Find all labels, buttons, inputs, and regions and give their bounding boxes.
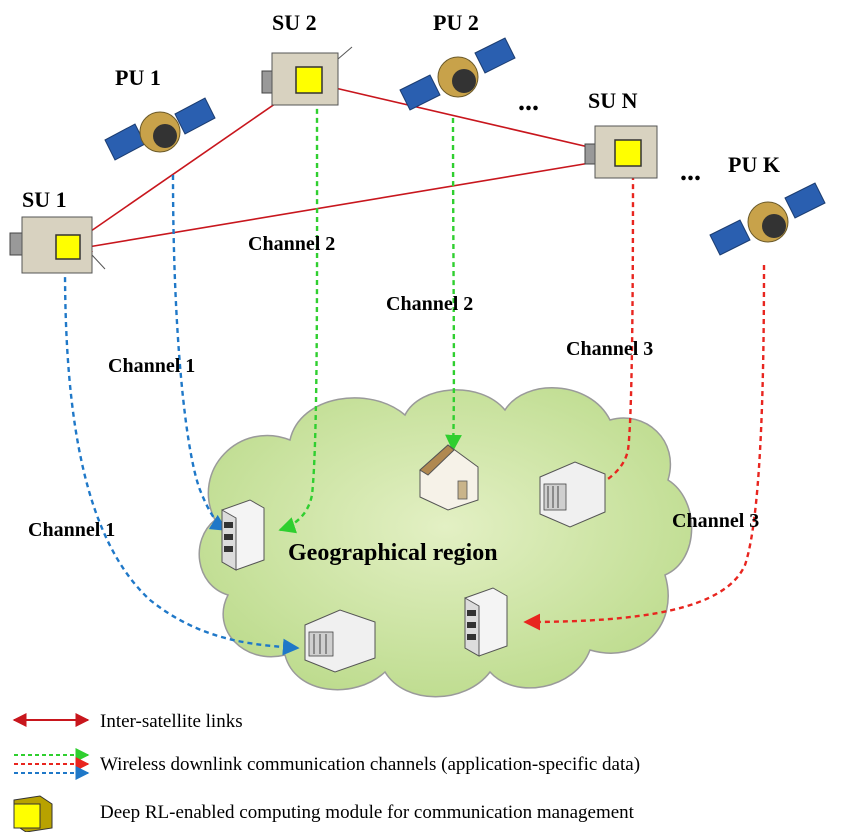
channel3-upper-label: Channel 3 [566, 338, 653, 360]
factory-icon [304, 609, 376, 673]
sun-label: SU N [588, 88, 638, 113]
legend-module-label: Deep RL-enabled computing module for com… [100, 802, 635, 823]
puk-label: PU K [728, 152, 780, 177]
isl-su1-sun [80, 156, 610, 252]
channel3-sun-path [578, 174, 635, 497]
channel1-lower-label: Channel 1 [28, 519, 115, 541]
satellite-su1-icon [9, 216, 106, 274]
channel3-puk-path [523, 264, 766, 631]
satellite-sun-icon [584, 125, 658, 179]
satellite-pu1-icon [104, 97, 216, 161]
legend-downlink-label: Wireless downlink communication channels… [100, 754, 640, 775]
channel3-lower-label: Channel 3 [672, 510, 759, 532]
factory-icon [539, 461, 606, 528]
ellipsis-label: ... [518, 86, 539, 117]
region-label: Geographical region [288, 540, 498, 566]
su2-label: SU 2 [272, 10, 317, 35]
pu1-label: PU 1 [115, 65, 161, 90]
legend: Inter-satellite links Wireless downlink … [12, 711, 640, 832]
satellite-pu2-icon [399, 37, 516, 111]
legend-module-icon [13, 795, 53, 832]
satellite-su2-icon [261, 46, 353, 106]
downlink-channels [63, 99, 766, 656]
building-icon [221, 499, 265, 571]
legend-inter-satellite-label: Inter-satellite links [100, 711, 243, 732]
computing-module-icon [55, 234, 81, 260]
channel1-upper-label: Channel 1 [108, 355, 195, 377]
pu2-label: PU 2 [433, 10, 479, 35]
ellipsis-label: ... [680, 156, 701, 187]
channel2-pu2-path [445, 117, 462, 452]
su1-label: SU 1 [22, 187, 67, 212]
building-icon [464, 587, 508, 657]
satellite-puk-icon [709, 182, 826, 256]
computing-module-icon [295, 66, 323, 94]
channel2-right-label: Channel 2 [386, 293, 473, 315]
computing-module-icon [614, 139, 642, 167]
isl-su2-sun [316, 80, 612, 156]
house-icon [419, 444, 479, 511]
channel2-left-label: Channel 2 [248, 233, 335, 255]
channel1-su1-path [63, 267, 300, 656]
inter-satellite-links [77, 80, 612, 252]
